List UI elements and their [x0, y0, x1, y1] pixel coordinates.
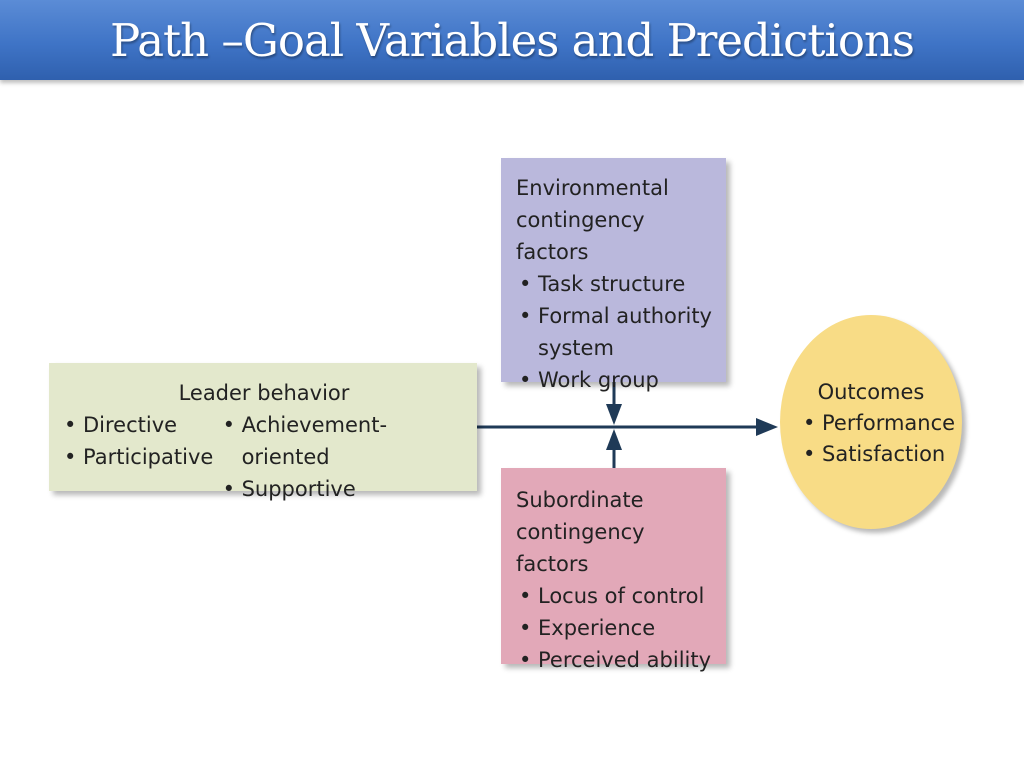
up-arrow-head [606, 429, 622, 450]
list-item: Work group [516, 364, 712, 396]
outcomes-list: Performance Satisfaction [800, 408, 962, 470]
down-arrow-head [606, 404, 622, 425]
leader-heading: Leader behavior [178, 381, 350, 405]
subordinate-heading-line2: contingency factors [516, 520, 645, 576]
leader-list-right: Achievement-oriented Supportive [220, 409, 467, 505]
title-bar: Path –Goal Variables and Predictions [0, 0, 1024, 80]
list-item: Formal authority system [516, 300, 712, 364]
main-arrow-head [756, 418, 778, 436]
list-item: Experience [516, 612, 712, 644]
list-item-text: Formal authority [538, 304, 712, 328]
subordinate-factors-box: Subordinate contingency factors Locus of… [501, 468, 726, 676]
environmental-factors-box: Environmental contingency factors Task s… [501, 158, 726, 396]
list-item: Achievement-oriented [220, 409, 467, 473]
slide-title: Path –Goal Variables and Predictions [109, 13, 915, 67]
environmental-heading-line1: Environmental [516, 176, 669, 200]
leader-list-left: Directive Participative [61, 409, 220, 505]
environmental-list: Task structure Formal authority system Wo… [516, 268, 712, 396]
list-item: Supportive [220, 473, 467, 505]
subordinate-heading-line1: Subordinate [516, 488, 644, 512]
subordinate-list: Locus of control Experience Perceived ab… [516, 580, 712, 676]
outcomes-ellipse: Outcomes Performance Satisfaction [780, 315, 962, 529]
list-item: Locus of control [516, 580, 712, 612]
environmental-heading-line2: contingency factors [516, 208, 645, 264]
list-item: Directive [61, 409, 220, 441]
list-item-continuation: system [538, 336, 614, 360]
list-item: Perceived ability [516, 644, 712, 676]
list-item: Task structure [516, 268, 712, 300]
list-item: Satisfaction [800, 439, 962, 470]
list-item: Performance [800, 408, 962, 439]
leader-columns: Directive Participative Achievement-orie… [61, 409, 467, 505]
outcomes-heading: Outcomes [817, 380, 925, 404]
list-item: Participative [61, 441, 220, 473]
leader-behavior-box: Leader behavior Directive Participative … [49, 363, 477, 505]
